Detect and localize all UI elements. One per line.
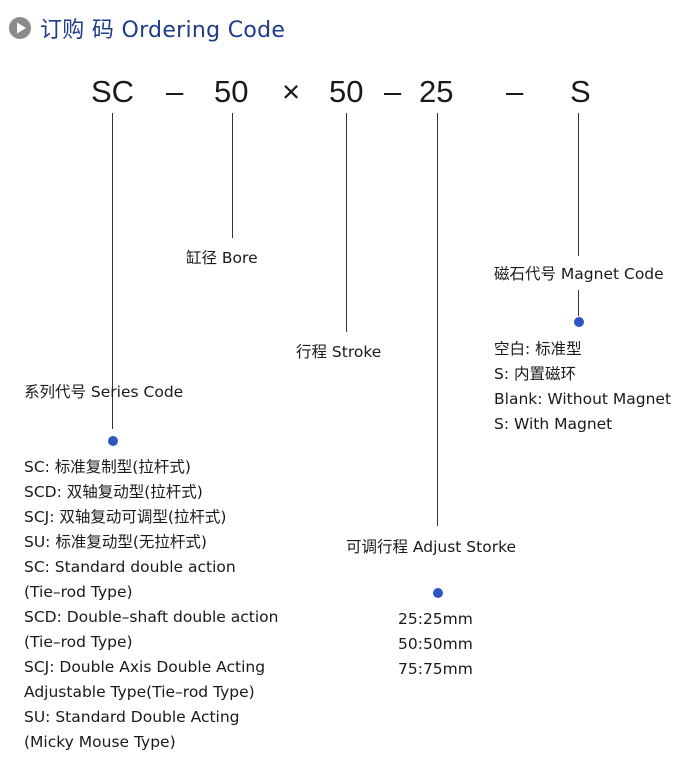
magnet-lower-line [578,290,579,316]
series-leader-line [112,113,113,429]
series-option: SCJ: Double Axis Double Acting [24,658,266,676]
series-options: SC: 标准复制型(拉杆式) SCD: 双轴复动型(拉杆式) SCJ: 双轴复动… [24,455,278,755]
code-times: × [282,74,301,109]
series-option: Adjustable Type(Tie–rod Type) [24,683,255,701]
code-bore: 50 [214,74,249,109]
code-stroke: 50 [329,74,364,109]
header: 订购 码 Ordering Code [8,12,285,44]
magnet-dot [574,317,584,327]
series-option: (Micky Mouse Type) [24,733,176,751]
bore-leader-line [232,113,233,238]
page-title: 订购 码 Ordering Code [40,18,286,43]
series-option: SCD: 双轴复动型(拉杆式) [24,483,203,501]
code-series: SC [91,74,135,109]
series-option: SU: 标准复动型(无拉杆式) [24,533,207,551]
adjust-label: 可调行程 Adjust Storke [346,538,517,556]
code-dash-1: – [166,74,184,109]
series-option: (Tie–rod Type) [24,633,133,651]
bore-label: 缸径 Bore [186,249,258,267]
series-option: SC: Standard double action [24,558,236,576]
code-dash-2: – [384,74,402,109]
stroke-leader-line [346,113,347,332]
series-option: (Tie–rod Type) [24,583,133,601]
code-adjust: 25 [419,74,454,109]
code-magnet: S [570,74,591,109]
magnet-option: 空白: 标准型 [494,340,582,358]
adjust-leader-line [437,113,438,526]
adjust-option: 50:50mm [398,635,473,653]
adjust-options: 25:25mm 50:50mm 75:75mm [398,607,473,682]
play-circle-icon [9,17,31,39]
series-option: SCJ: 双轴复动可调型(拉杆式) [24,508,227,526]
series-option: SCD: Double–shaft double action [24,608,279,626]
magnet-options: 空白: 标准型 S: 内置磁环 Blank: Without Magnet S:… [494,337,671,437]
magnet-option: S: 内置磁环 [494,365,576,383]
series-dot [108,436,118,446]
adjust-option: 25:25mm [398,610,473,628]
magnet-upper-line [578,113,579,256]
magnet-option: S: With Magnet [494,415,613,433]
magnet-label: 磁石代号 Magnet Code [494,265,664,283]
series-label: 系列代号 Series Code [24,383,184,401]
magnet-option: Blank: Without Magnet [494,390,672,408]
adjust-option: 75:75mm [398,660,473,678]
adjust-dot [433,588,443,598]
code-dash-3: – [506,74,524,109]
series-option: SC: 标准复制型(拉杆式) [24,458,191,476]
stroke-label: 行程 Stroke [296,343,382,361]
series-option: SU: Standard Double Acting [24,708,240,726]
